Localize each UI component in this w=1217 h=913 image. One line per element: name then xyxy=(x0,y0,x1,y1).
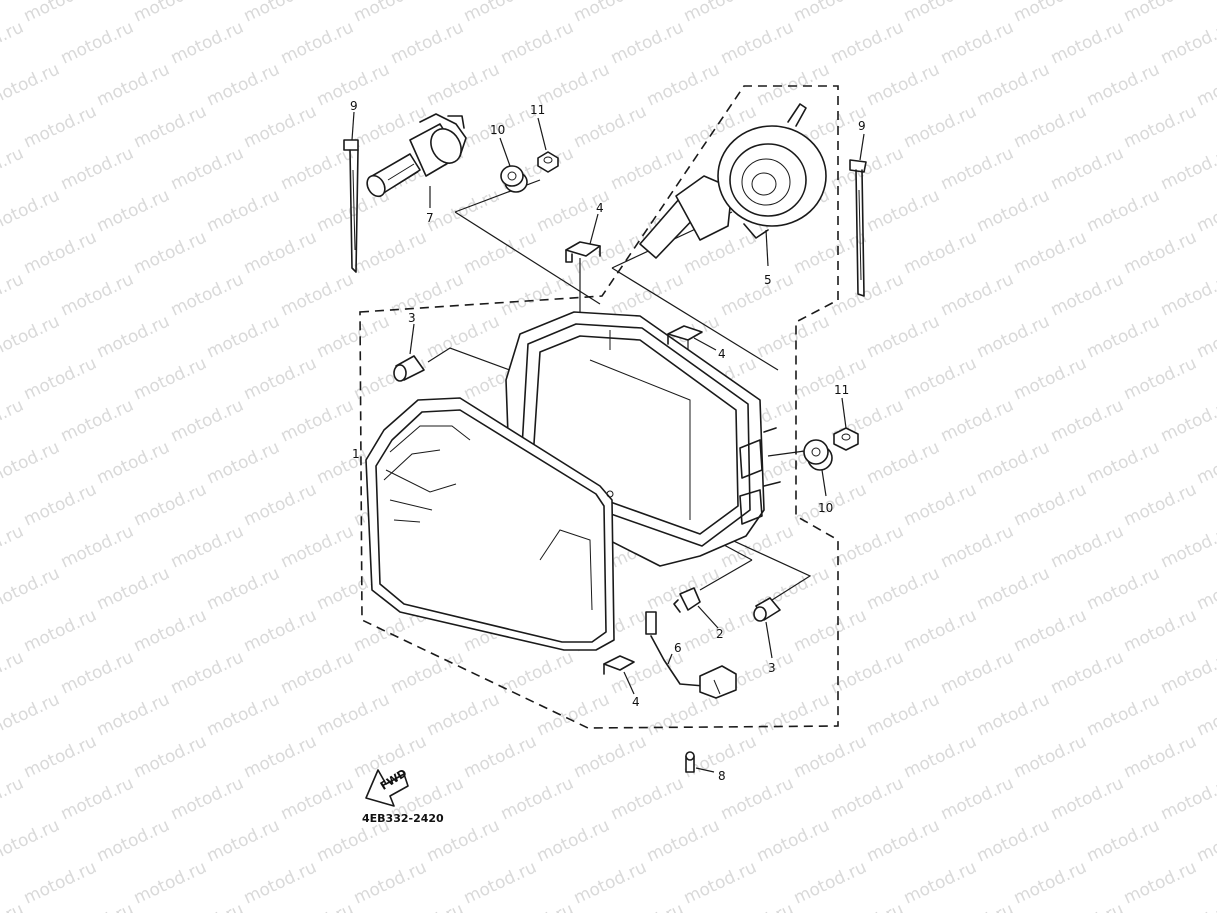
callout-4-bottom: 4 xyxy=(632,695,640,709)
clip-bottom xyxy=(603,655,635,675)
socket-2 xyxy=(673,587,701,613)
callout-6: 6 xyxy=(674,641,682,655)
part-code: 4EB332-2420 xyxy=(362,812,444,825)
callout-1: 1 xyxy=(352,447,360,461)
fwd-arrow-icon: FWD xyxy=(365,767,409,807)
callout-3-left: 3 xyxy=(408,311,416,325)
callout-3-right: 3 xyxy=(768,661,776,675)
cable-tie-left xyxy=(343,139,359,273)
small-bulb xyxy=(685,751,715,773)
callout-4-top: 4 xyxy=(596,201,604,215)
grommet-right xyxy=(803,439,833,471)
callout-10-right: 10 xyxy=(818,501,833,515)
callout-9-right: 9 xyxy=(858,119,866,133)
callout-10-top: 10 xyxy=(490,123,505,137)
callout-9-left: 9 xyxy=(350,99,358,113)
callout-11-top: 11 xyxy=(530,103,545,117)
grommet-top xyxy=(500,165,528,193)
nut-right xyxy=(833,427,859,451)
callout-7: 7 xyxy=(426,211,434,225)
callout-4-mid: 4 xyxy=(718,347,726,361)
assembly-boundary xyxy=(359,85,839,729)
callout-labels: 9 7 10 11 4 5 9 3 4 11 10 1 2 3 6 4 8 xyxy=(350,99,866,783)
callout-8: 8 xyxy=(718,769,726,783)
lead-wire xyxy=(645,611,737,699)
socket-rubber-left xyxy=(393,355,425,382)
headlight-lens-unit xyxy=(365,397,615,651)
callout-2: 2 xyxy=(716,627,724,641)
bulb-socket-assembly xyxy=(639,103,827,259)
clip-mid xyxy=(667,325,703,345)
socket-rubber-right xyxy=(753,597,781,622)
clip-top xyxy=(565,241,601,263)
halogen-bulb xyxy=(366,113,467,198)
callout-leaders xyxy=(351,111,865,695)
cable-tie-right xyxy=(849,159,867,297)
callout-5: 5 xyxy=(764,273,772,287)
nut-top xyxy=(537,151,559,173)
callout-11-right: 11 xyxy=(834,383,849,397)
